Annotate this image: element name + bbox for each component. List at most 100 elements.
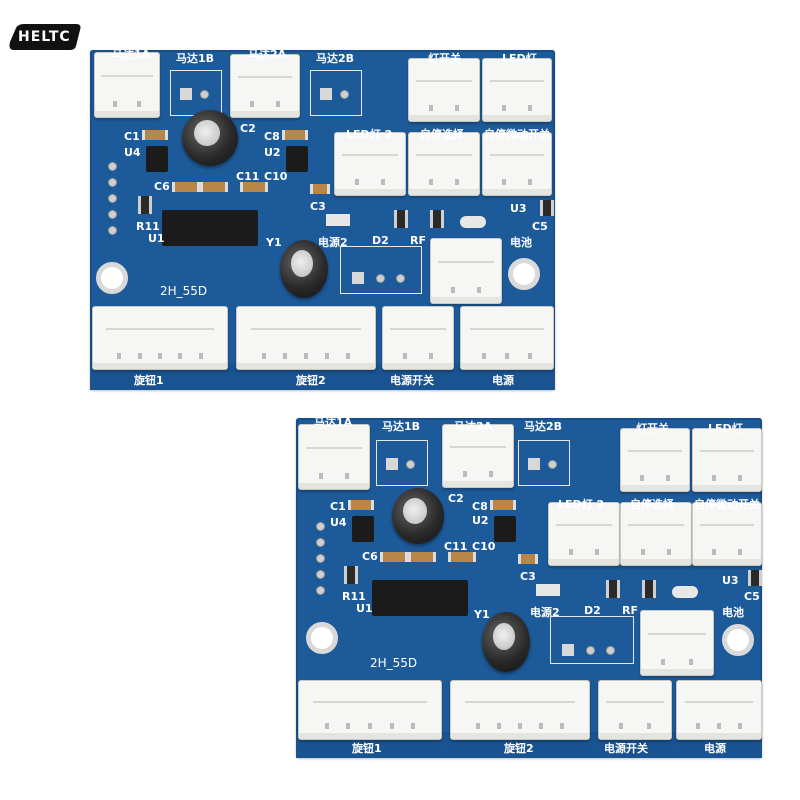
smd-rf <box>430 210 444 228</box>
electrolytic-capacitor-c4 <box>280 240 328 298</box>
label-power-switch: 电源开关 <box>390 374 434 387</box>
label-c8: C8 <box>264 130 280 143</box>
via <box>606 646 615 655</box>
logo-badge-shape <box>9 24 81 50</box>
label-c8: C8 <box>472 500 488 513</box>
pcb-board-1: 马达1A 马达1B 马达2A 马达2B 灯开关 LED灯 LED灯 2 自停选择… <box>90 48 555 390</box>
smd-capacitor <box>518 554 538 564</box>
chip-u1 <box>372 580 468 616</box>
header-pin <box>316 586 325 595</box>
label-u3: U3 <box>510 202 527 215</box>
connector-led-light <box>692 428 762 492</box>
connector-knob-2 <box>236 306 376 370</box>
chip-u2 <box>494 516 516 542</box>
pad-square <box>562 644 574 656</box>
connector-led-light <box>482 58 552 122</box>
label-knob-2: 旋钮2 <box>504 742 534 755</box>
mounting-hole <box>722 624 754 656</box>
header-pin <box>108 162 117 171</box>
chip-u4 <box>352 516 374 542</box>
connector-battery <box>640 610 714 676</box>
label-power: 电源 <box>492 374 514 387</box>
label-c1: C1 <box>124 130 140 143</box>
header-pin <box>316 538 325 547</box>
battery-pad <box>672 586 698 598</box>
connector-knob-2 <box>450 680 590 740</box>
mounting-hole <box>508 258 540 290</box>
label-self-touch-switch: 自停微动开关 <box>694 498 760 511</box>
pad-square <box>320 88 332 100</box>
label-light-switch: 灯开关 <box>428 52 461 65</box>
pad <box>536 584 560 596</box>
label-u4: U4 <box>330 516 347 529</box>
label-knob-1: 旋钮1 <box>352 742 382 755</box>
label-light-switch: 灯开关 <box>636 422 669 435</box>
connector-led-light-2 <box>334 132 406 196</box>
connector-self-touch-switch <box>692 502 762 566</box>
connector-self-touch-switch <box>482 132 552 196</box>
label-c3: C3 <box>520 570 536 583</box>
connector-motor-1a <box>298 424 370 490</box>
label-motor-2a: 马达2A <box>248 48 287 61</box>
label-motor-1b: 马达1B <box>382 420 421 433</box>
label-d2: D2 <box>584 604 601 617</box>
power-2-pad-outline <box>340 246 422 294</box>
board-model-label: 2H_55D <box>370 656 418 670</box>
connector-led-light-2 <box>548 502 620 566</box>
header-pin <box>108 226 117 235</box>
via <box>396 274 405 283</box>
label-self-touch-switch: 自停微动开关 <box>484 128 550 141</box>
label-motor-1b: 马达1B <box>176 52 215 65</box>
connector-power <box>460 306 554 370</box>
mounting-hole <box>96 262 128 294</box>
pad-square <box>528 458 540 470</box>
smd-capacitor <box>200 182 228 192</box>
via <box>340 90 349 99</box>
connector-power <box>676 680 762 740</box>
label-motor-1a: 马达1A <box>314 416 353 429</box>
pad-square <box>180 88 192 100</box>
header-pin <box>316 570 325 579</box>
label-rf: RF <box>622 604 638 617</box>
connector-light-switch <box>408 58 480 122</box>
connector-battery <box>430 238 502 304</box>
via <box>376 274 385 283</box>
brand-logo: HELTC <box>6 20 84 56</box>
label-c5: C5 <box>532 220 548 233</box>
label-c10: C10 <box>472 540 496 553</box>
smd-capacitor <box>142 130 168 140</box>
battery-pad <box>460 216 486 228</box>
smd-rf <box>642 580 656 598</box>
connector-power-switch <box>598 680 672 740</box>
label-led-light-2: LED灯 2 <box>558 498 605 511</box>
logo-text: HELTC <box>18 29 71 45</box>
pcb-board-2: 马达1A 马达1B 马达2A 马达2B 灯开关 LED灯 LED灯 2 自停选择… <box>296 416 762 758</box>
smd-resistor-r11 <box>138 196 152 214</box>
electrolytic-capacitor-c2 <box>182 110 238 166</box>
label-power-2: 电源2 <box>530 606 560 619</box>
label-r11: R11 <box>136 220 160 233</box>
label-u3: U3 <box>722 574 739 587</box>
connector-motor-2a <box>230 54 300 118</box>
smd-capacitor <box>348 500 374 510</box>
motor-2b-pad-outline <box>310 70 362 116</box>
label-power-switch: 电源开关 <box>604 742 648 755</box>
label-motor-2a: 马达2A <box>454 420 493 433</box>
label-c2: C2 <box>240 122 256 135</box>
header-pin <box>316 522 325 531</box>
chip-u1 <box>162 210 258 246</box>
label-d2: D2 <box>372 234 389 247</box>
via <box>586 646 595 655</box>
label-y1: Y1 <box>266 236 282 249</box>
connector-power-switch <box>382 306 454 370</box>
connector-light-switch <box>620 428 690 492</box>
smd-capacitor <box>310 184 330 194</box>
label-u1: U1 <box>148 232 165 245</box>
label-battery: 电池 <box>722 606 744 619</box>
label-c6: C6 <box>154 180 170 193</box>
electrolytic-capacitor-c2 <box>392 488 444 544</box>
board-model-label: 2H_55D <box>160 284 208 298</box>
power-2-pad-outline <box>550 616 634 664</box>
smd-diode-d2 <box>606 580 620 598</box>
label-led-light: LED灯 <box>708 422 743 435</box>
